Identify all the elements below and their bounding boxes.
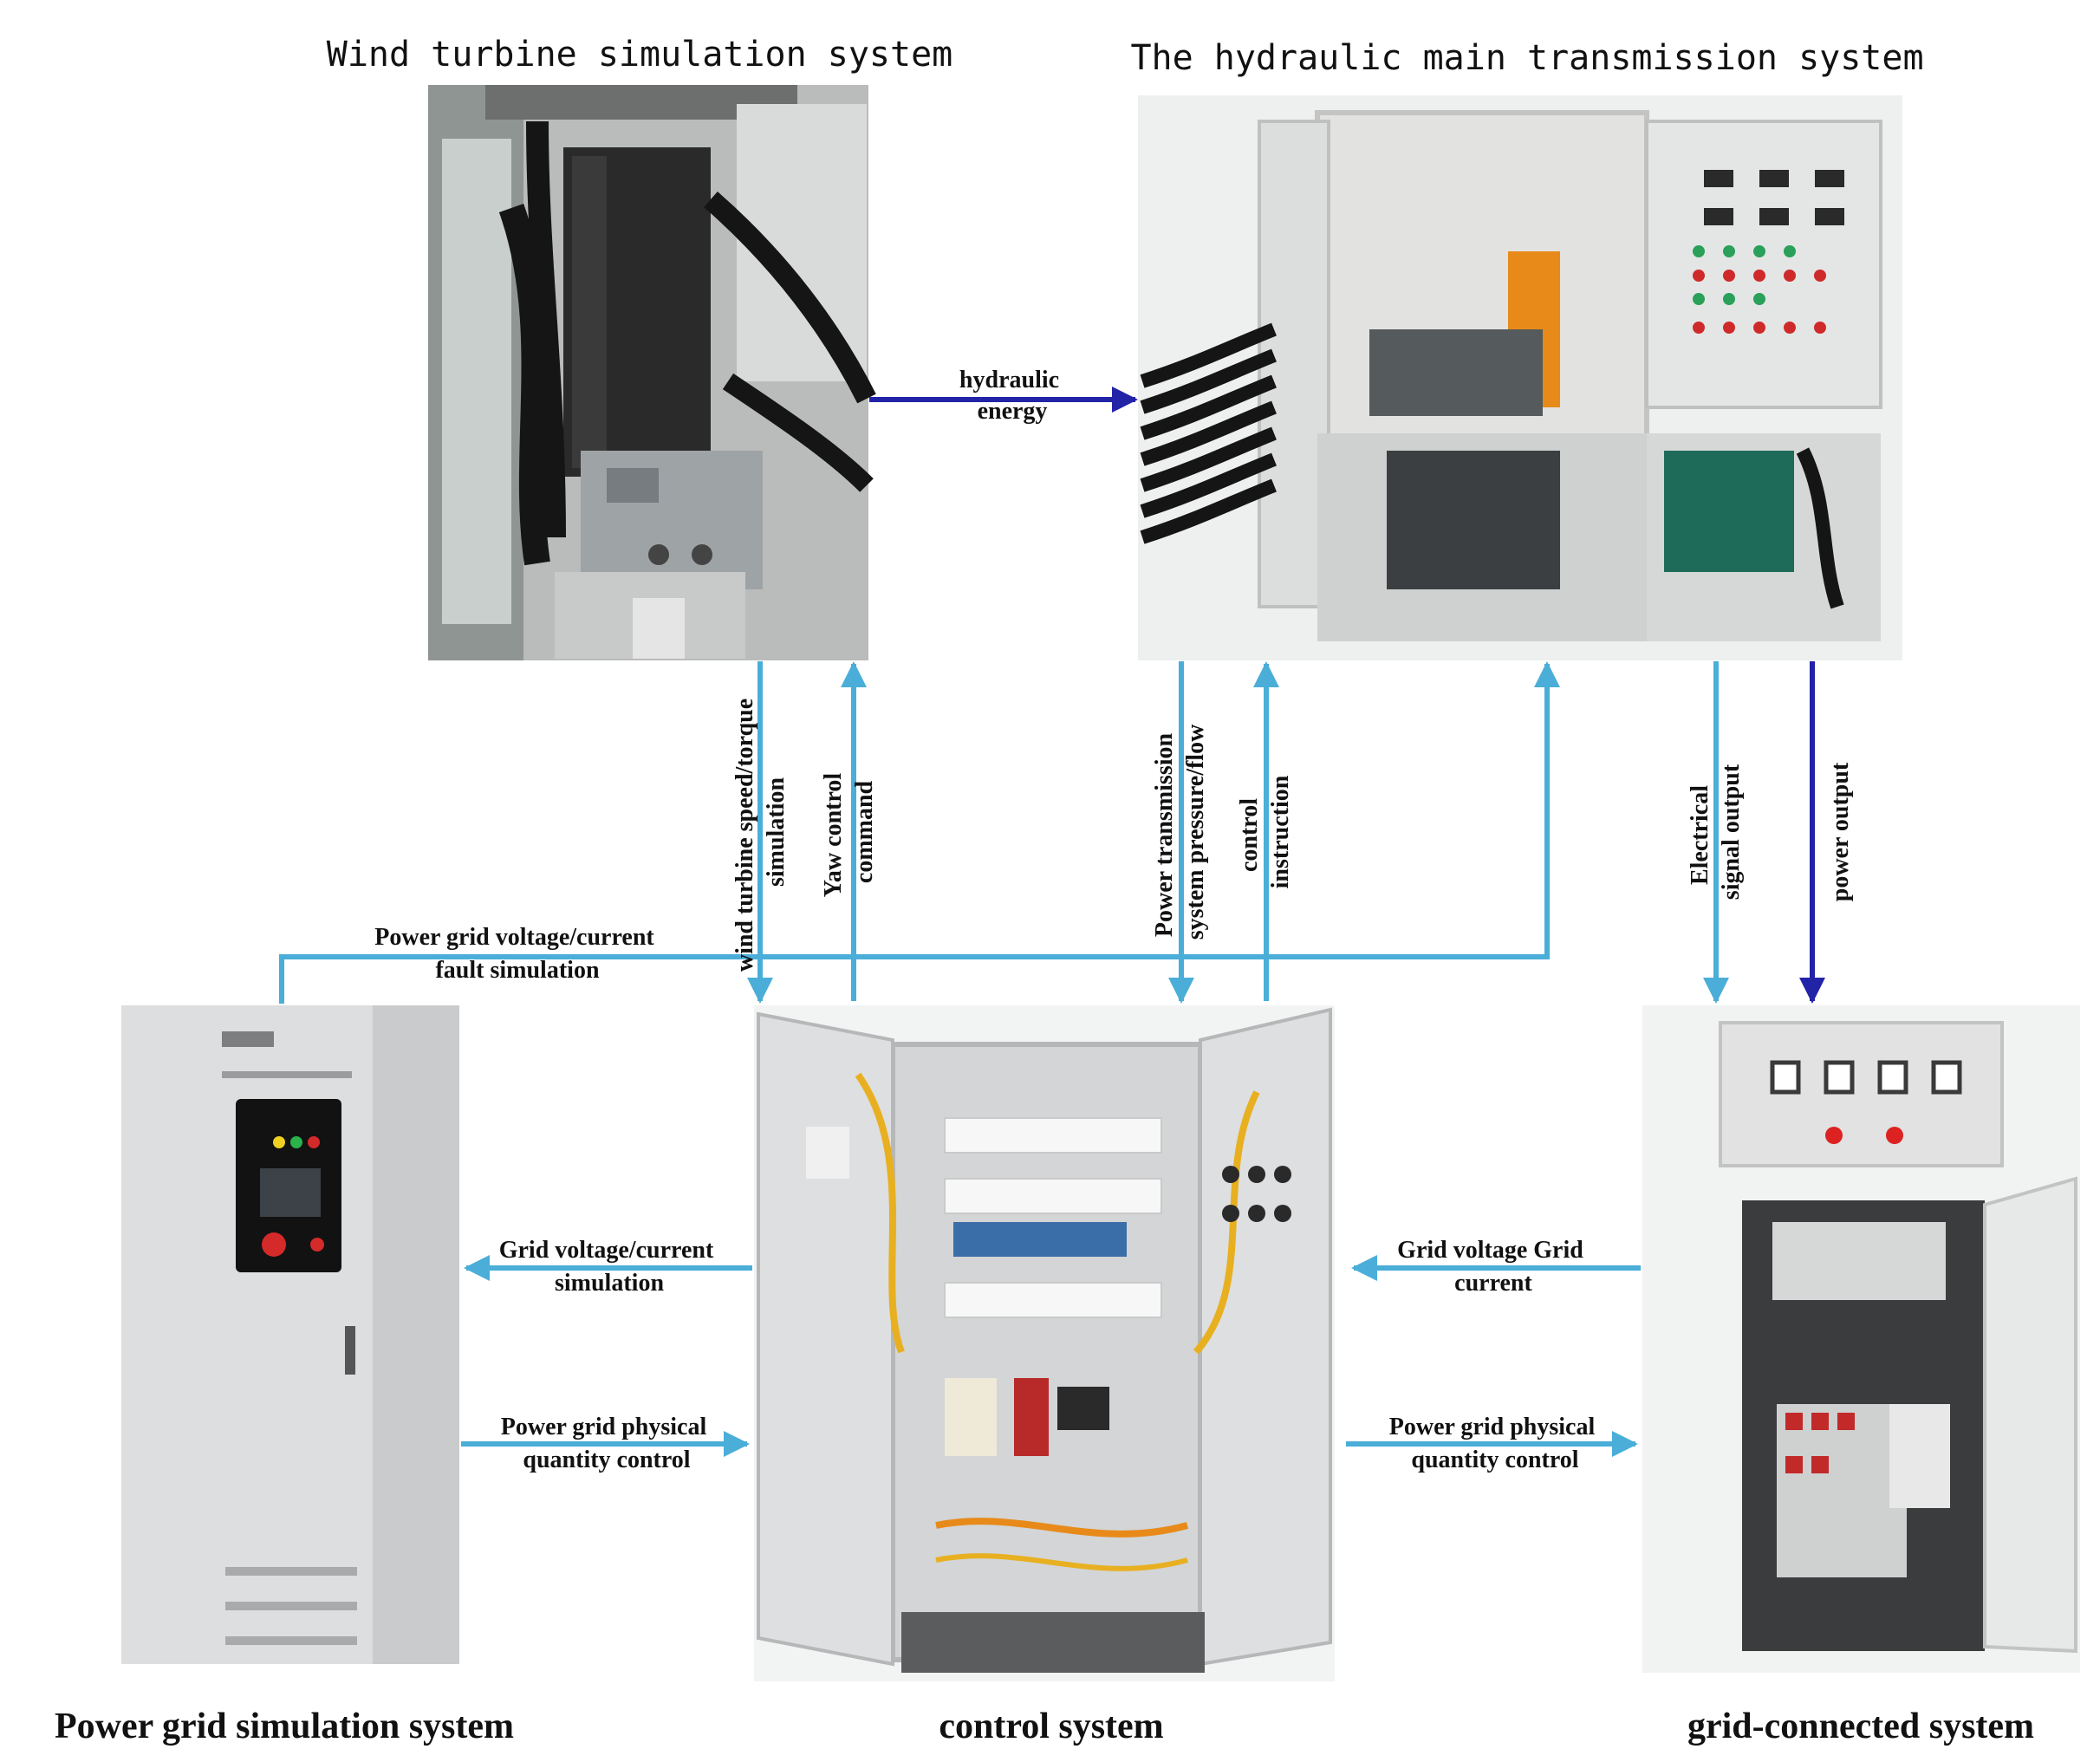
power-grid-cabinet — [121, 1005, 459, 1664]
label-grid-voltage-current: Grid voltage Grid current — [1397, 1237, 1590, 1297]
label-electrical-signal: Electrical signal output — [1687, 764, 1745, 900]
title-grid-connected: grid-connected system — [1687, 1707, 2034, 1746]
title-hydraulic: The hydraulic main transmission system — [1130, 38, 1923, 78]
grid-connected-cabinet — [1642, 1005, 2080, 1673]
control-cabinet — [754, 1005, 1335, 1681]
title-control: control system — [939, 1707, 1163, 1746]
label-yaw-control: Yaw control command — [820, 767, 878, 897]
label-control-instruction: control instruction — [1236, 775, 1294, 888]
label-grid-fault: Power grid voltage/current fault simulat… — [374, 924, 660, 984]
label-power-transmission: Power transmission system pressure/flow — [1151, 724, 1209, 940]
label-pg-physical-right: Power grid physical quantity control — [1389, 1414, 1601, 1473]
label-power-output: power output — [1827, 762, 1854, 901]
arrow-grid-fault — [279, 661, 1560, 1004]
hydraulic-photo — [1138, 95, 1902, 660]
title-wind-turbine: Wind turbine simulation system — [327, 35, 952, 75]
title-power-grid: Power grid simulation system — [55, 1707, 514, 1746]
label-grid-vc-sim: Grid voltage/current simulation — [499, 1237, 720, 1297]
wind-turbine-photo — [428, 85, 876, 660]
label-wind-speed-torque: wind turbine speed/torque simulation — [731, 692, 790, 972]
label-pg-physical-left: Power grid physical quantity control — [501, 1414, 712, 1473]
label-hydraulic-energy: hydraulic energy — [959, 367, 1065, 425]
